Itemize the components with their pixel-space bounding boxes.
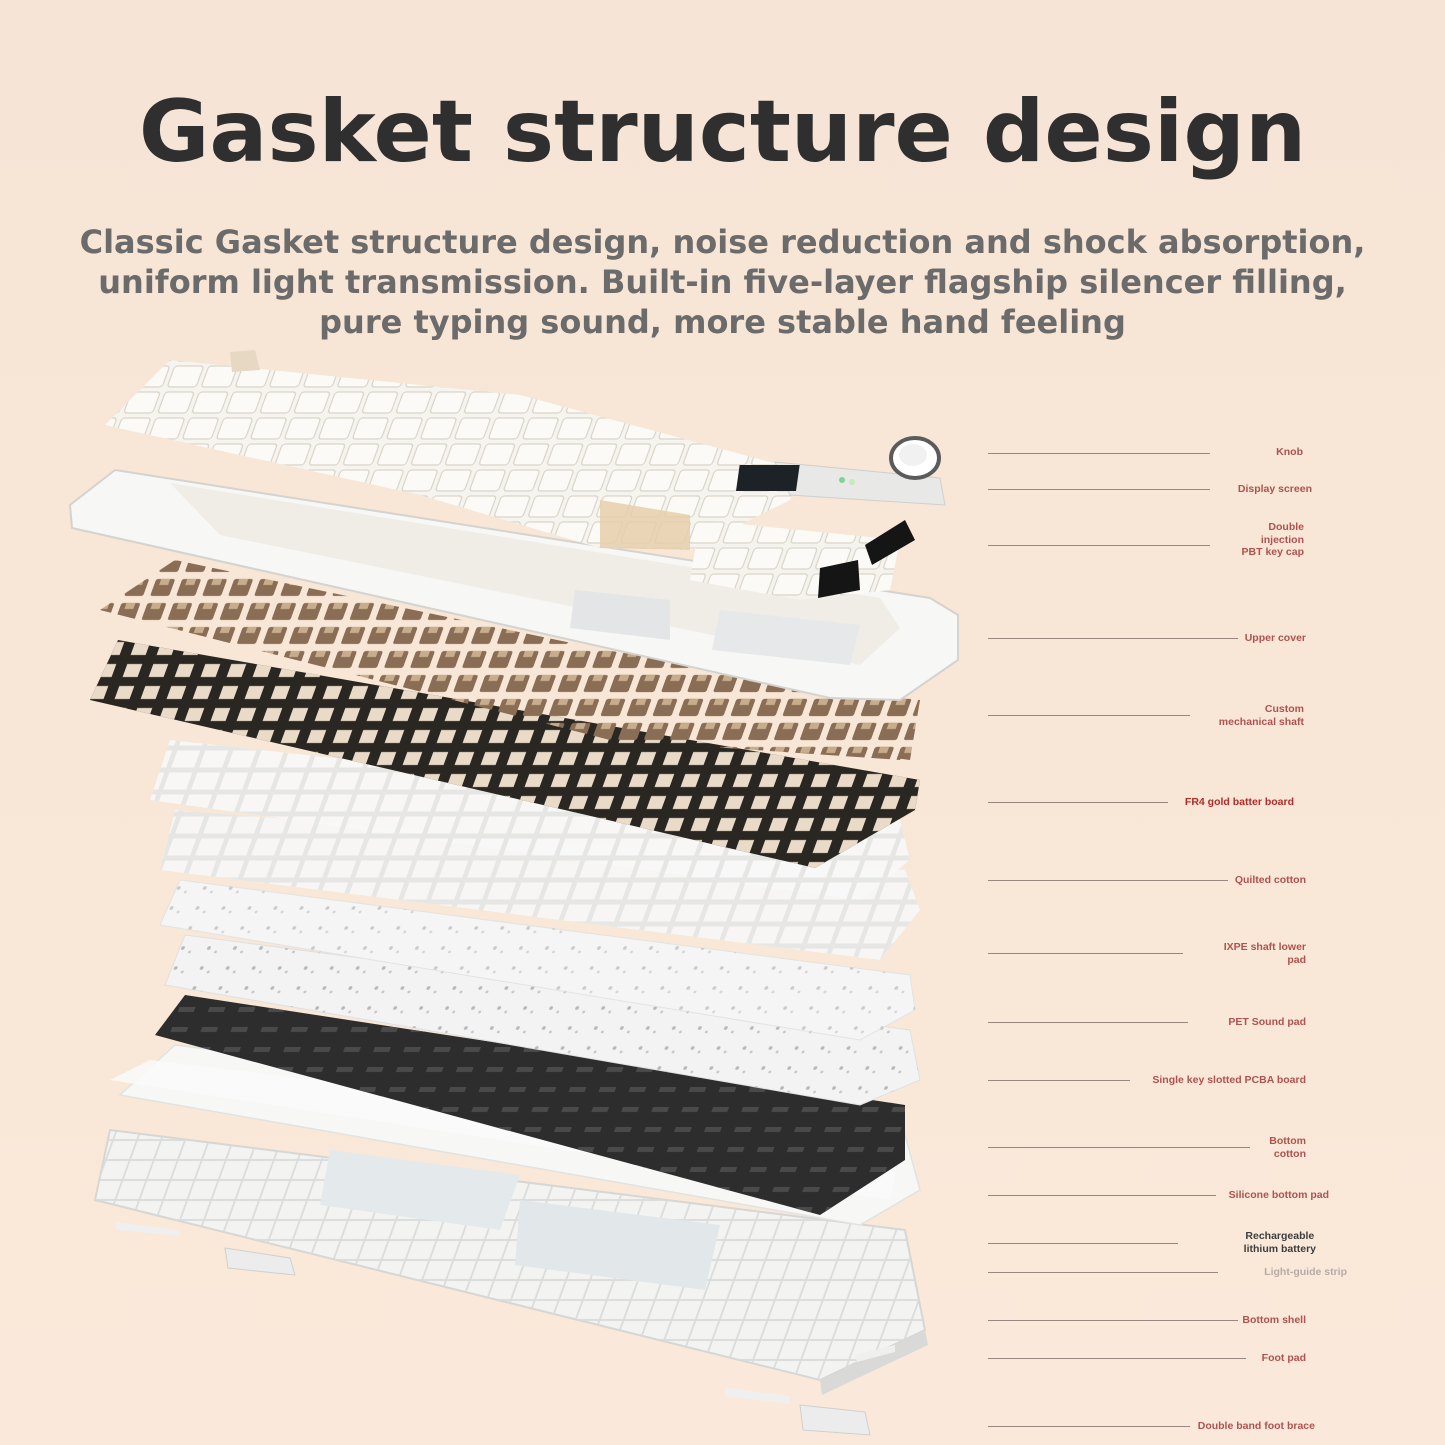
label-quilted-cotton: Quilted cotton [1234,874,1306,886]
label-bottom-cotton: Bottom cotton [1269,1135,1306,1160]
knob-icon [889,436,941,480]
leader-line [988,1080,1130,1081]
label-bottom-shell: Bottom shell [1242,1314,1306,1326]
label-mechanical-shaft: Custom mechanical shaft [1218,703,1304,728]
label-upper-cover: Upper cover [1244,632,1306,644]
subtitle-line: pure typing sound, more stable hand feel… [319,303,1126,341]
ixpe-pad-layer [159,879,916,1041]
leader-line [988,1022,1188,1023]
label-ixpe-pad: IXPE shaft lower pad [1223,941,1306,966]
leader-line [988,545,1210,546]
leader-line [988,1195,1216,1196]
label-pet-pad: PET Sound pad [1228,1016,1306,1028]
subtitle-line: uniform light transmission. Built-in fiv… [98,263,1347,301]
pcba-board-layer [155,995,905,1215]
leader-line [988,1272,1218,1273]
quilted-cotton-layer [160,810,920,960]
foot-pads [115,1222,895,1436]
leader-line [988,880,1228,881]
label-foot-brace: Double band foot brace [1197,1420,1315,1432]
switches-layer [100,560,920,760]
subtitle-line: Classic Gasket structure design, noise r… [79,223,1366,261]
leader-line [988,1426,1190,1427]
leader-line [988,489,1210,490]
leader-line [988,1147,1250,1148]
page-subtitle: Classic Gasket structure design, noise r… [60,222,1385,342]
page-title: Gasket structure design [138,82,1307,182]
label-foot-pad: Foot pad [1261,1352,1306,1364]
label-display-screen: Display screen [1237,483,1312,495]
label-silicone-pad: Silicone bottom pad [1228,1189,1329,1201]
leader-line [988,802,1168,803]
keycaps-layer [105,350,915,600]
leader-line [988,1358,1246,1359]
switch-foam-layer [150,740,910,900]
label-battery: Rechargeable lithium battery [1243,1230,1316,1255]
leader-line [988,715,1190,716]
label-pcba-board: Single key slotted PCBA board [1152,1074,1306,1086]
display-module [735,461,946,506]
leader-line [988,1243,1178,1244]
label-fr4-board: FR4 gold batter board [1184,796,1294,808]
upper-cover-layer [68,468,959,702]
leader-line [988,638,1238,639]
fr4-plate-layer [90,640,920,868]
label-knob: Knob [1276,446,1303,458]
leader-line [988,453,1210,454]
bottom-shell-layer [93,1128,928,1395]
leader-line [988,953,1183,954]
label-keycap: Double injection PBT key cap [1241,521,1304,558]
leader-line [988,1320,1238,1321]
label-light-guide: Light-guide strip [1264,1266,1347,1278]
